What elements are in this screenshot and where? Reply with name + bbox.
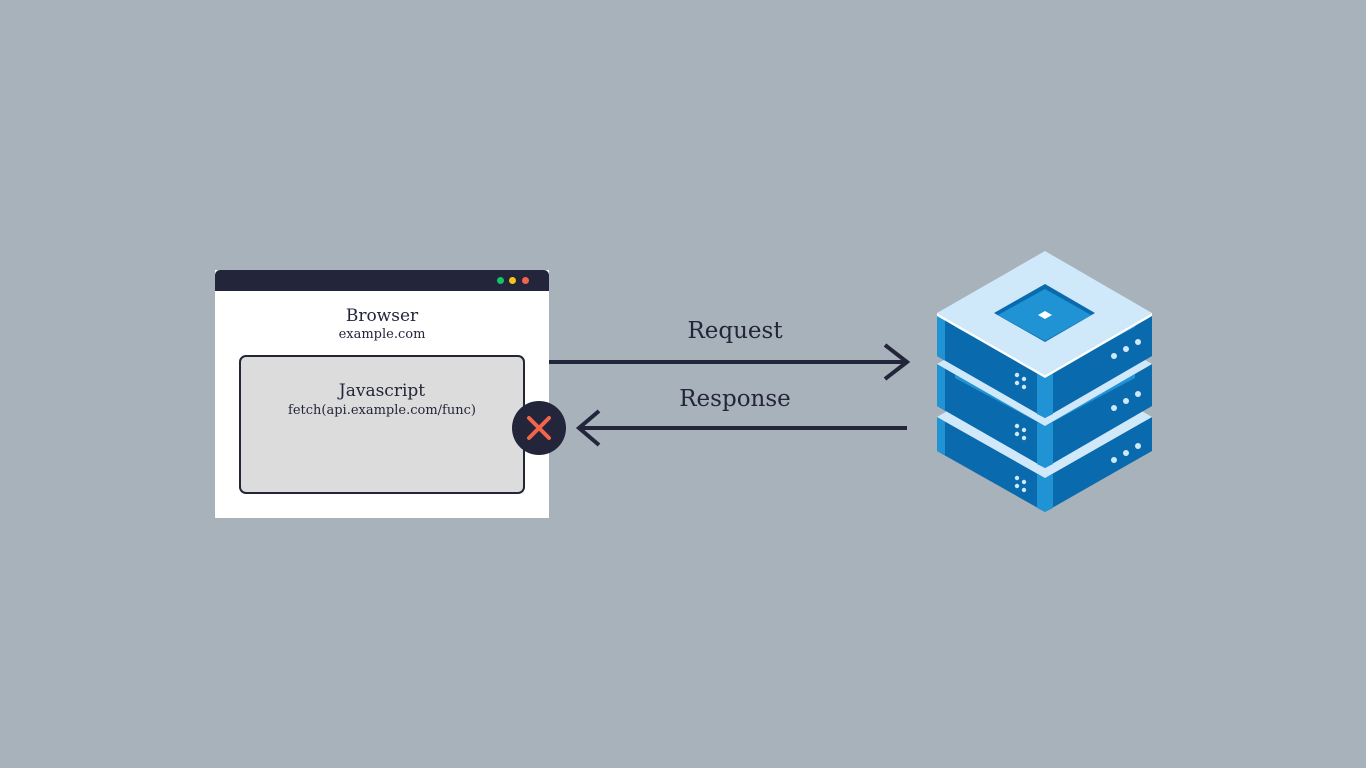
request-arrow (549, 343, 911, 381)
window-dot-red (522, 277, 529, 284)
browser-title: Browser (345, 306, 419, 326)
javascript-box: Javascript fetch(api.example.com/func) (239, 355, 525, 494)
request-label: Request (687, 318, 783, 344)
response-arrow (575, 409, 907, 447)
arrows (549, 343, 911, 447)
browser-titlebar (215, 270, 549, 291)
browser-window: Browser example.com Javascript fetch(api… (215, 270, 549, 518)
blocked-badge (512, 401, 566, 455)
window-dot-green (497, 277, 504, 284)
server-unit-top (937, 251, 1152, 418)
response-label: Response (679, 386, 791, 412)
x-mark-icon (527, 416, 551, 440)
fetch-code: fetch(api.example.com/func) (288, 403, 476, 418)
javascript-title: Javascript (338, 381, 426, 401)
browser-url: example.com (338, 327, 426, 342)
server-stack-icon (937, 251, 1152, 512)
window-dot-yellow (509, 277, 516, 284)
